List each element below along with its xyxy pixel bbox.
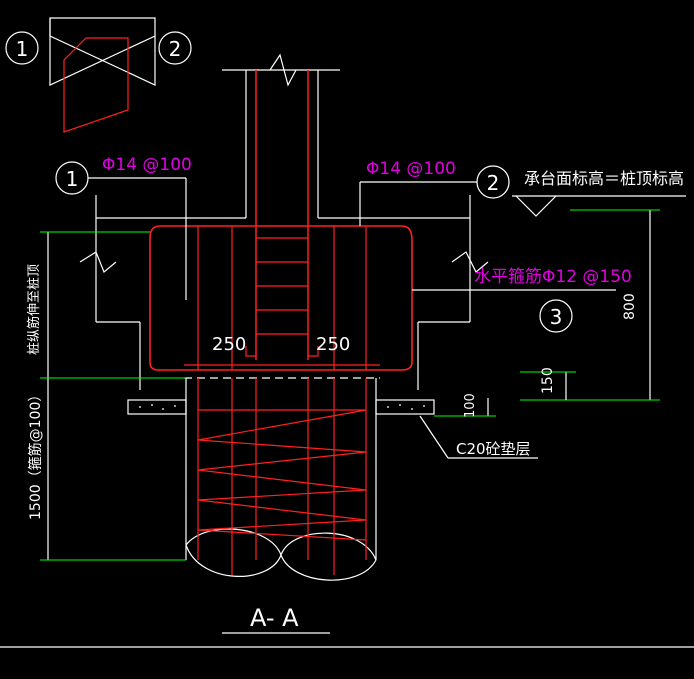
cap-elevation-note: 承台面标高＝桩顶标高: [524, 169, 684, 188]
rebar-left-label: Φ14 @100: [102, 155, 192, 175]
pile-body: [185, 378, 377, 581]
cushion-note: C20砼垫层: [456, 440, 531, 458]
pile-break-curve: [185, 528, 377, 581]
key-rect-white: [49, 17, 156, 86]
cap-outline-rebar: [149, 225, 413, 371]
section-title-group: A- A: [222, 604, 330, 634]
beam-left-break: [79, 251, 117, 273]
marker-2-text: 2: [487, 171, 500, 195]
column: [222, 53, 340, 360]
dim-250-right: 250: [316, 334, 350, 355]
cap-column-hook-right: [308, 346, 319, 357]
column-break-zigzag: [269, 53, 297, 87]
marker-1-key-text: 1: [16, 37, 29, 61]
dim-150-text: 150: [540, 367, 556, 394]
left-vertical-note: 桩纵筋伸至桩顶: [26, 264, 42, 355]
elevation-symbol: [515, 195, 557, 217]
elevation-note: 承台面标高＝桩顶标高: [512, 169, 686, 217]
marker-1-annotation: 1 Φ14 @100: [55, 155, 192, 300]
key-pile-red: [63, 37, 129, 133]
left-dimensions: 桩纵筋伸至桩顶 1500（箍筋@100）: [26, 231, 186, 561]
beam-right-break: [451, 251, 489, 273]
pile-spiral-stirrup: [197, 409, 367, 541]
beams: [79, 195, 489, 390]
marker-3-circle: [539, 299, 573, 333]
cushion-annotation: C20砼垫层: [419, 415, 538, 459]
marker-1-text: 1: [66, 167, 79, 191]
marker-2-key-circle: [158, 31, 192, 65]
marker-1-key-circle: [5, 31, 39, 65]
pile-cap-rebar: [149, 225, 413, 379]
cushion-leader: [419, 415, 449, 459]
cushion-right: [375, 399, 435, 415]
dim-100-text: 100: [463, 393, 478, 418]
cap-column-hook-left: [245, 346, 256, 357]
marker-2-annotation: 2 Φ14 @100: [359, 159, 510, 226]
dim-800-text: 800: [622, 293, 638, 320]
key-diagram: 1 2: [5, 17, 192, 133]
cap-dimensions: 250 250: [212, 334, 350, 355]
cushion-layers: [127, 399, 435, 415]
key-diagonal-white: [49, 18, 156, 86]
horizontal-stirrup-annotation: 水平箍筋Φ12 @150 3: [412, 267, 632, 333]
right-dimensions: 800 150 100: [434, 209, 660, 418]
section-title: A- A: [250, 604, 299, 632]
cushion-left: [127, 399, 187, 415]
cushion-hatching: [139, 404, 425, 410]
left-vertical-dim: 1500（箍筋@100）: [27, 388, 44, 520]
marker-3-text: 3: [550, 305, 563, 329]
marker-2-key-text: 2: [169, 37, 182, 61]
dim-250-left: 250: [212, 334, 246, 355]
horizontal-stirrup-label: 水平箍筋Φ12 @150: [474, 267, 632, 287]
rebar-right-label: Φ14 @100: [366, 159, 456, 179]
